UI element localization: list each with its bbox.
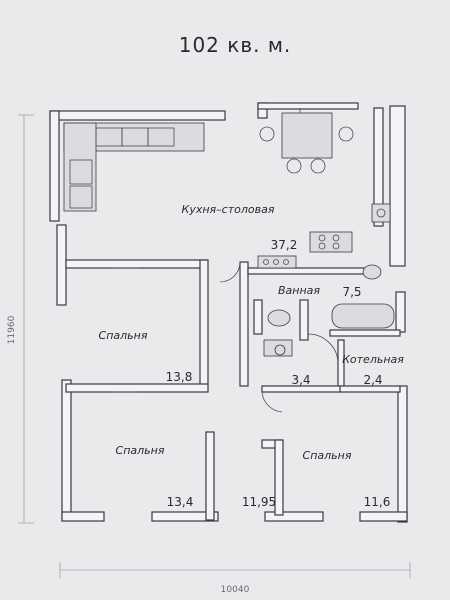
bedroom2-area: 13,4 xyxy=(167,495,194,509)
bath-label: Ванная xyxy=(278,284,320,297)
bath-area: 7,5 xyxy=(342,285,361,299)
bedroom1-label: Спальня xyxy=(99,329,148,342)
width-dimension: 10040 xyxy=(221,585,250,595)
hall-area: 11,95 xyxy=(242,495,276,509)
dining-table xyxy=(259,108,354,174)
height-dimension: 11960 xyxy=(7,315,17,344)
boiler-area: 2,4 xyxy=(363,373,382,387)
corner-sofa xyxy=(63,122,205,212)
bedroom2-label: Спальня xyxy=(116,444,165,457)
boiler-label: Котельная xyxy=(342,353,404,366)
kitchen-area: 37,2 xyxy=(271,238,298,252)
exterior-walls xyxy=(49,102,408,523)
bedroom3-label: Спальня xyxy=(303,449,352,462)
kitchen-counter xyxy=(257,203,391,269)
dimension-lines xyxy=(18,114,411,578)
door-swings xyxy=(110,261,283,413)
bedroom3-area: 11,6 xyxy=(364,495,391,509)
kitchen-label: Кухня–столовая xyxy=(182,203,275,216)
bath-fixtures xyxy=(263,264,395,363)
plan-title: 102 кв. м. xyxy=(179,33,292,57)
wc-area: 3,4 xyxy=(291,373,310,387)
interior-walls xyxy=(65,259,401,521)
bedroom1-area: 13,8 xyxy=(166,370,193,384)
